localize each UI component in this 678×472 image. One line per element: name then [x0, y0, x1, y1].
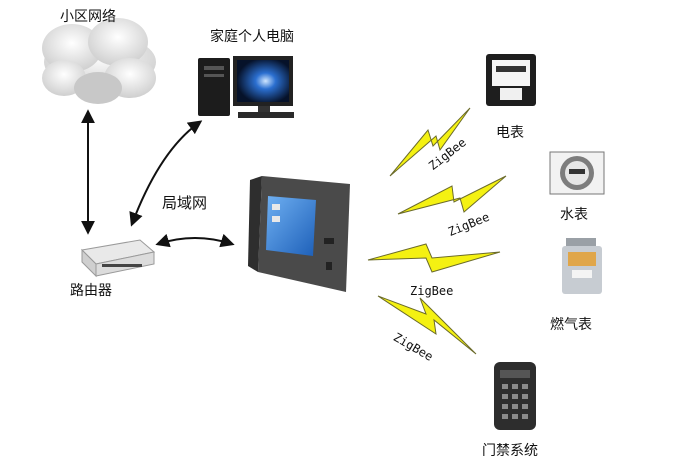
router-icon — [80, 239, 156, 278]
gas-meter-label: 燃气表 — [550, 317, 592, 333]
zigbee-label-3: ZigBee — [410, 284, 454, 298]
zigbee-bolt-1 — [389, 107, 471, 177]
lan-label: 局域网 — [162, 194, 208, 212]
water-meter-label: 水表 — [560, 207, 588, 223]
access-control-label: 门禁系统 — [482, 443, 538, 459]
control-panel-device-icon — [248, 176, 350, 292]
gas-meter-icon — [562, 238, 602, 294]
electric-meter-label: 电表 — [496, 125, 524, 141]
router-label: 路由器 — [70, 283, 112, 299]
zigbee-bolt-2 — [397, 175, 507, 215]
home-pc-label: 家庭个人电脑 — [210, 29, 294, 45]
desktop-pc-icon — [198, 56, 294, 118]
arrow-router-pc — [129, 120, 203, 227]
zigbee-bolt-3 — [367, 243, 501, 273]
community-network-label: 小区网络 — [60, 9, 116, 25]
zigbee-bolt-4 — [377, 295, 477, 355]
electric-meter-icon — [486, 54, 536, 106]
water-meter-icon — [549, 151, 605, 195]
arrow-router-panel — [155, 233, 235, 248]
access-control-keypad-icon — [494, 362, 536, 430]
cloud-icon — [42, 18, 156, 104]
